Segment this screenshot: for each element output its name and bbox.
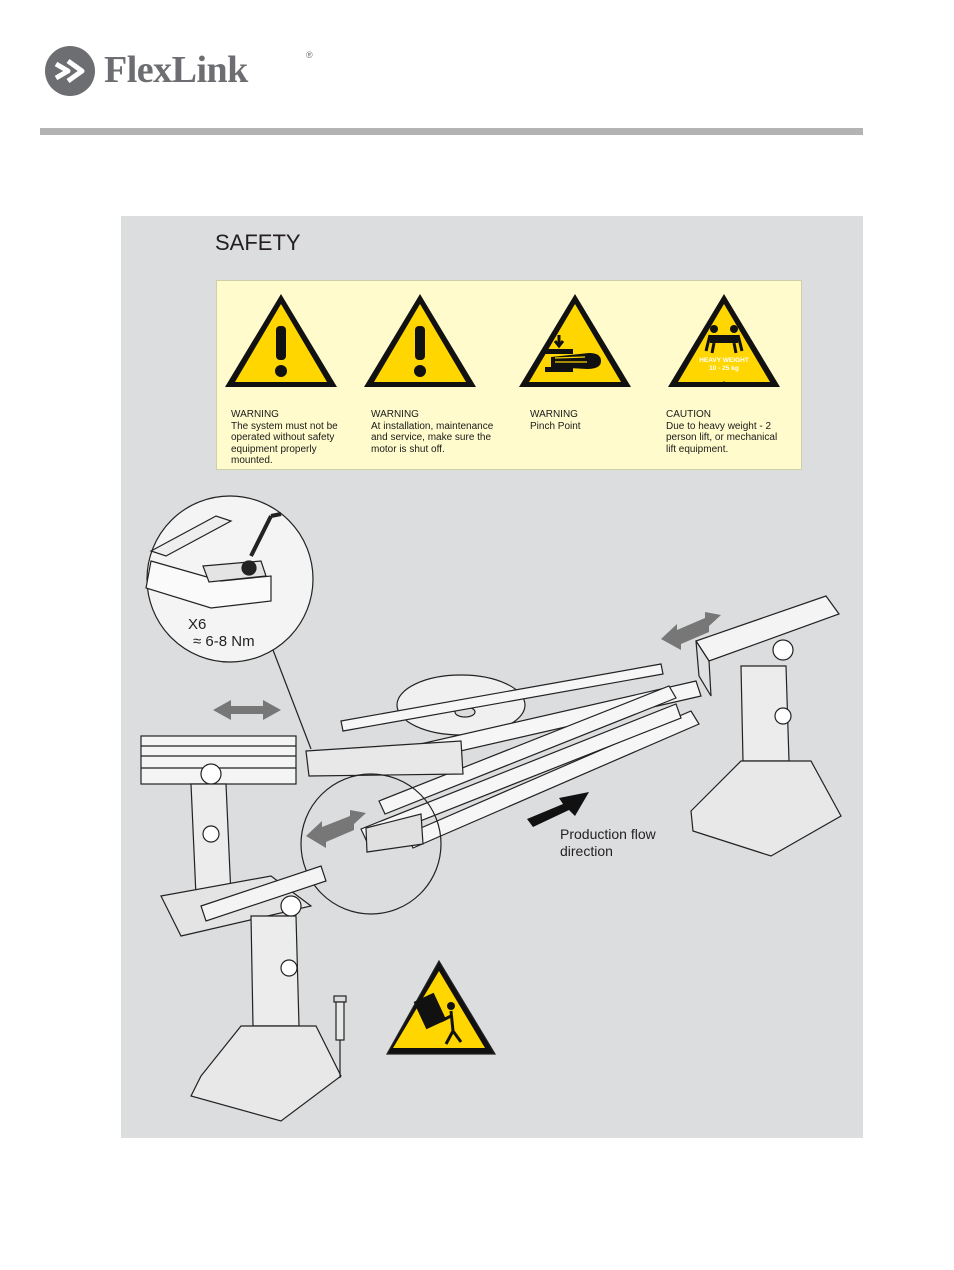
sign-body: Pinch Point bbox=[530, 420, 581, 432]
production-flow-label: Production flow direction bbox=[560, 826, 656, 859]
pinch-point-icon bbox=[519, 294, 631, 387]
safety-signs-panel: WARNING The system must not be operated … bbox=[216, 280, 802, 470]
left-stand bbox=[140, 735, 342, 1122]
header-rule bbox=[40, 128, 863, 135]
badge-line-1: HEAVY WEIGHT bbox=[699, 357, 749, 364]
tipping-hazard-icon bbox=[385, 959, 497, 1055]
bolt-icon bbox=[333, 995, 347, 1078]
flexlink-chevron-logo-icon bbox=[45, 46, 95, 96]
detail-profile bbox=[145, 512, 282, 609]
heavy-weight-sign: HEAVY WEIGHT 10 - 25 kg bbox=[664, 291, 784, 391]
sign-caption-3: WARNING Pinch Point bbox=[530, 409, 670, 432]
production-flow-arrow bbox=[527, 792, 589, 827]
exclamation-warning-icon bbox=[225, 294, 337, 387]
section-title: SAFETY bbox=[215, 230, 301, 255]
sign-heading: WARNING bbox=[371, 409, 419, 420]
right-stand bbox=[690, 595, 842, 857]
sign-caption-1: WARNING The system must not be operated … bbox=[231, 409, 371, 467]
sign-caption-2: WARNING At installation, maintenance and… bbox=[371, 409, 511, 455]
warning-sign-1 bbox=[221, 291, 341, 391]
pinch-point-sign bbox=[515, 291, 635, 391]
exclamation-warning-icon bbox=[364, 294, 476, 387]
leader-line bbox=[272, 649, 312, 750]
conveyor-beams bbox=[305, 663, 702, 853]
brand-name: FlexLink bbox=[104, 49, 248, 91]
conveyor-assembly-drawing bbox=[140, 495, 842, 1122]
registered-mark: ® bbox=[306, 50, 313, 60]
heavy-weight-badge: HEAVY WEIGHT 10 - 25 kg bbox=[664, 357, 784, 373]
sign-heading: WARNING bbox=[231, 409, 279, 420]
heavy-weight-icon bbox=[668, 294, 780, 387]
adjust-arrows bbox=[213, 612, 721, 848]
sign-heading: CAUTION bbox=[666, 409, 711, 420]
sign-body: The system must not be operated without … bbox=[231, 420, 338, 467]
quantity-label: X6 bbox=[188, 616, 207, 633]
sign-body: At installation, maintenance and service… bbox=[371, 420, 494, 455]
warning-sign-2 bbox=[360, 291, 480, 391]
sign-caption-4: CAUTION Due to heavy weight - 2 person l… bbox=[666, 409, 806, 455]
content-panel: SAFETY WARNING The system must not be op… bbox=[121, 216, 863, 1138]
badge-line-2: 10 - 25 kg bbox=[709, 365, 739, 372]
sign-heading: WARNING bbox=[530, 409, 578, 420]
flexlink-logo: FlexLink ® bbox=[44, 44, 313, 98]
torque-label: ≈ 6-8 Nm bbox=[193, 633, 255, 650]
sign-body: Due to heavy weight - 2 person lift, or … bbox=[666, 420, 778, 455]
detail-ring bbox=[300, 773, 442, 915]
